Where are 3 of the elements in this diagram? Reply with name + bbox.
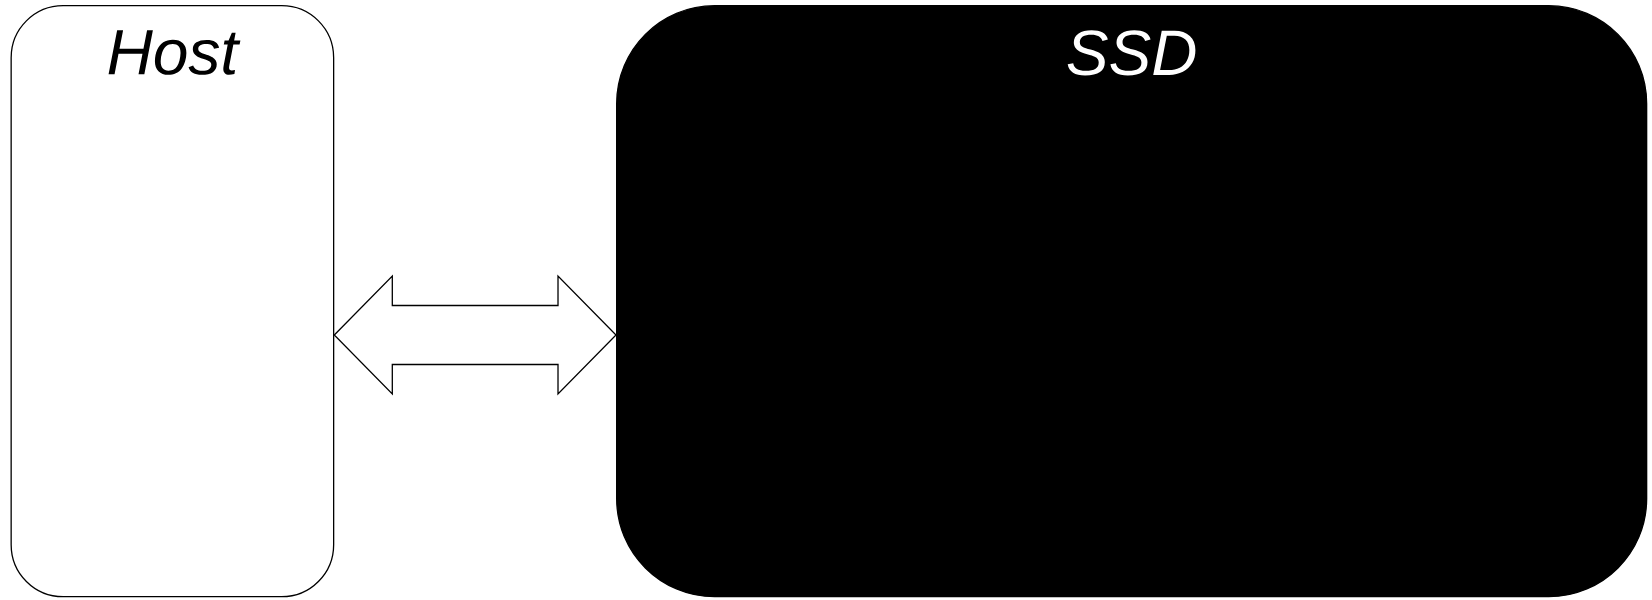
- double-arrow: [333, 274, 617, 396]
- host-box: Host: [10, 5, 335, 598]
- ssd-box: SSD: [616, 5, 1648, 598]
